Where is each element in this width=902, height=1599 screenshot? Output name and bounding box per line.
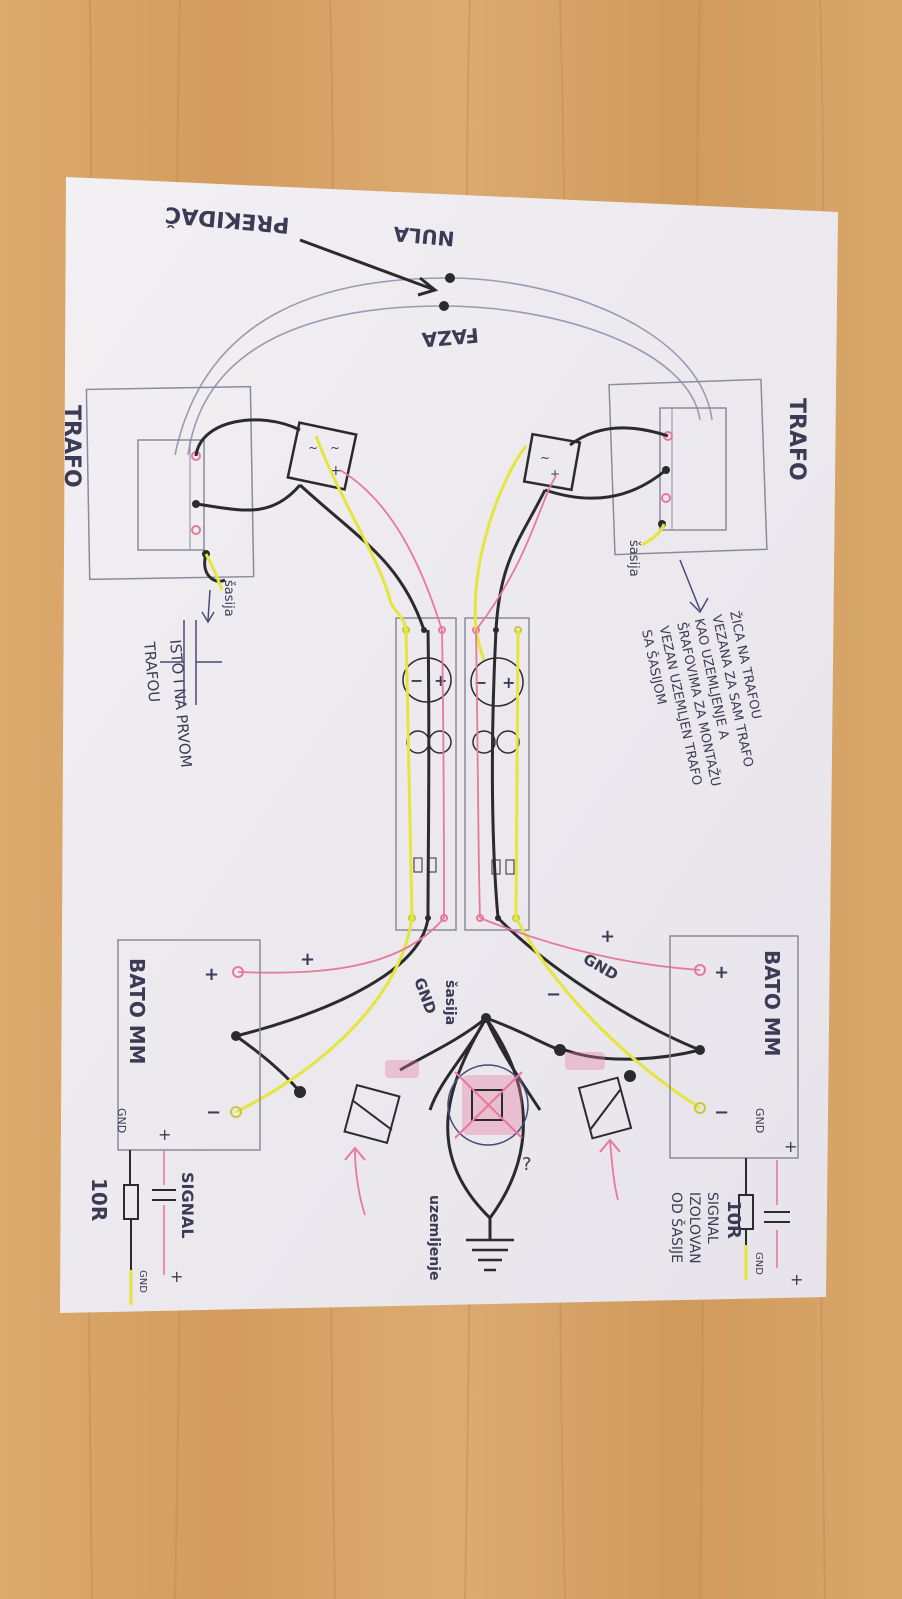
signal-left (123, 1150, 176, 1305)
svg-text:+: + (434, 671, 447, 690)
wire-right-minus: − (546, 984, 561, 1005)
pink-wires (237, 469, 701, 1216)
black-wires (194, 418, 701, 1240)
note-left-arrow (201, 589, 215, 624)
gnd-small-right: GND (753, 1108, 766, 1133)
note-right-signal-line-3: OD ŠASIJE (668, 1192, 686, 1263)
signal-right-plus: + (784, 1137, 797, 1156)
pink-arrow-heads (344, 1138, 621, 1161)
note-right-arrow (679, 559, 709, 614)
amp-polarity-labels: + − + − + + − (204, 926, 729, 1123)
wire-left-plus: + (300, 949, 315, 970)
protection-block-left (294, 1083, 401, 1145)
trafo-left-label: TRAFO (59, 405, 84, 488)
bridge-rectifier-right: ~ + (522, 432, 582, 492)
note-right-signal: SIGNAL IZOLOVAN OD ŠASIJE (668, 1192, 720, 1264)
amp-left-plus: + (204, 964, 219, 985)
amp-right-plus: + (714, 962, 729, 983)
svg-text:~: ~ (540, 451, 550, 465)
res-left-label: 10R (87, 1178, 111, 1221)
sasija-left-trafo-label: šasija (221, 580, 236, 617)
signal-left-label: SIGNAL (178, 1172, 197, 1239)
amp-right-minus: − (714, 1102, 729, 1123)
signal-left-plus: + (158, 1125, 171, 1144)
note-left-capacitor (160, 620, 222, 705)
signal-left-plus-2: + (170, 1267, 183, 1286)
svg-text:−: − (410, 671, 423, 690)
gnd-tail-left: GND (137, 1270, 148, 1293)
protection-block-right (554, 1044, 636, 1140)
chassis-point (481, 1013, 491, 1023)
transformer-right (608, 378, 768, 556)
svg-text:+: + (502, 673, 515, 692)
switch-pointer-arrow (299, 238, 439, 297)
gnd-small-left: GND (115, 1108, 128, 1133)
trafo-right-label: TRAFO (784, 398, 809, 481)
bridge-rectifier-left: ~ ~ + (286, 421, 358, 491)
signal-right-plus-2: + (790, 1270, 803, 1289)
faza-label: FAZA (420, 323, 479, 352)
ground-symbol (466, 1238, 514, 1272)
nula-label: NULA (392, 222, 456, 251)
sasija-right-trafo-label: šasija (626, 540, 641, 577)
mains-wires (174, 277, 713, 456)
amp-left-minus: − (206, 1102, 221, 1123)
res-right-label: 10R (723, 1200, 744, 1239)
paper-sheet (60, 177, 838, 1313)
chassis-mount-crossed (447, 1064, 529, 1146)
svg-text:+: + (550, 467, 560, 481)
sasija-center-label: šasija (442, 980, 458, 1025)
bato-left-label: BATO MM (125, 958, 149, 1065)
signal-right (738, 1158, 790, 1280)
note-right-signal-line-1: SIGNAL (704, 1192, 720, 1244)
note-right-signal-line-2: IZOLOVAN (686, 1192, 702, 1264)
uzemljenje-label: uzemljenje (426, 1195, 442, 1281)
svg-text:~: ~ (330, 441, 340, 455)
wire-right-plus: + (600, 926, 615, 947)
amp-board-right (669, 935, 799, 1159)
note-left-line-2: TRAFOU (140, 640, 163, 703)
svg-text:~: ~ (308, 441, 318, 455)
svg-text:+: + (330, 463, 342, 479)
switch-terminal-nula (445, 273, 455, 283)
bato-right-label: BATO MM (760, 950, 784, 1057)
switch-terminal-faza (439, 301, 449, 311)
gnd-tail-right: GND (753, 1252, 764, 1275)
question-mark: ? (522, 1154, 532, 1175)
capacitor-polarity-marks: − + − + (410, 671, 515, 692)
amp-board-left (117, 939, 261, 1151)
